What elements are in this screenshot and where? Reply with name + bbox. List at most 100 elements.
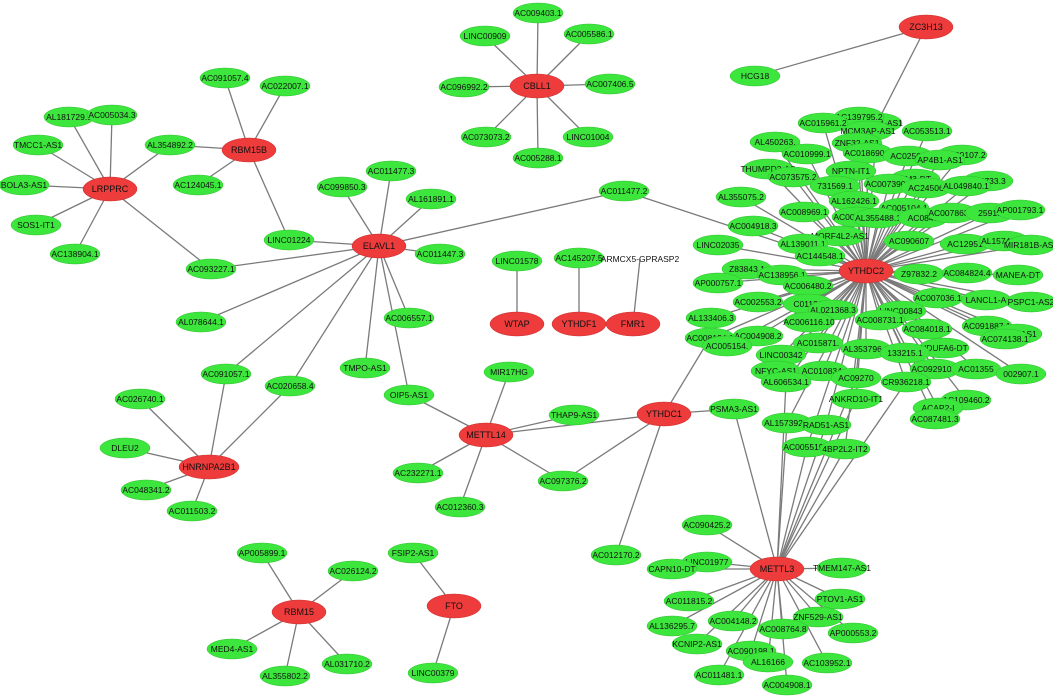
node-ac004148-2[interactable]: AC004148.2 (707, 610, 759, 632)
node-al049840-1[interactable]: AL049840.1 (940, 175, 992, 197)
node-ac009403-1[interactable]: AC009403.1 (512, 2, 564, 24)
node-dleu2[interactable]: DLEU2 (99, 437, 151, 459)
node-al133406[interactable]: AL133406.3 (685, 307, 737, 329)
node-ac124045-1[interactable]: AC124045.1 (172, 174, 224, 196)
node-mir181b-as1[interactable]: MIR181B-AS1 (1004, 234, 1053, 256)
node-fmr1[interactable]: FMR1 (605, 311, 661, 337)
node-armcx5-gprasp2[interactable]: ARMCX5-GPRASP2 (601, 254, 680, 264)
node-linc01004[interactable]: LINC01004 (562, 126, 614, 148)
node-ac011815-2[interactable]: AC011815.2 (663, 590, 715, 612)
node-ac096992-2[interactable]: AC096992.2 (438, 76, 490, 98)
node-m4b2l2-it2[interactable]: 4BP2L2-IT2 (819, 438, 871, 460)
node-ac090607[interactable]: AC090607 (883, 230, 935, 252)
node-ac093227-1[interactable]: AC093227.1 (185, 258, 237, 280)
node-cbll1[interactable]: CBLL1 (509, 73, 565, 99)
node-rbm15b[interactable]: RBM15B (221, 137, 277, 163)
node-ac011447-3[interactable]: AC011447.3 (414, 243, 466, 265)
node-elavl1[interactable]: ELAVL1 (351, 233, 407, 259)
node-ac006557-1[interactable]: AC006557.1 (383, 307, 435, 329)
node-ac144548-1[interactable]: AC144548.1 (794, 245, 846, 267)
node-tmpo-as1[interactable]: TMPO-AS1 (339, 357, 391, 379)
node-al16166[interactable]: AL16166 (742, 651, 794, 673)
node-al450263[interactable]: AL450263. (749, 131, 801, 153)
node-mettl3[interactable]: METTL3 (749, 556, 805, 582)
node-ac005154[interactable]: AC005154. (701, 335, 753, 357)
node-ac053513-1[interactable]: AC053513.1 (901, 120, 953, 142)
node-ac026740-1[interactable]: AC026740.1 (114, 388, 166, 410)
node-ac232271-1[interactable]: AC232271.1 (392, 462, 444, 484)
node-linc00379[interactable]: LINC00379 (407, 662, 459, 684)
node-ac002553-2[interactable]: AC002553.2 (732, 291, 784, 313)
node-al355075-2[interactable]: AL355075.2 (715, 186, 767, 208)
node-rad51-as1[interactable]: RAD51-AS1 (800, 414, 852, 436)
node-mettl14[interactable]: METTL14 (458, 422, 514, 448)
node-al031710-2[interactable]: AL031710.2 (321, 653, 373, 675)
node-ac073073-2[interactable]: AC073073.2 (460, 126, 512, 148)
node-fto[interactable]: FTO (426, 593, 482, 619)
node-ac005519-1[interactable]: AC005519.1 (781, 436, 833, 458)
node-pspc1-as2[interactable]: PSPC1-AS2 (1005, 291, 1053, 313)
node-ac010999-1[interactable]: AC010999.1 (781, 143, 833, 165)
node-zc3h13[interactable]: ZC3H13 (898, 14, 954, 40)
node-ptov1-as1[interactable]: PTOV1-AS1 (814, 588, 866, 610)
node-ac008969-1[interactable]: AC008969.1 (778, 201, 830, 223)
node-ac091057-1[interactable]: AC091057.1 (200, 363, 252, 385)
node-ac133215[interactable]: 133215.1 (879, 342, 931, 364)
node-ap000553-2[interactable]: AP000553.2 (827, 622, 879, 644)
node-psma3-as1[interactable]: PSMA3-AS1 (708, 398, 760, 420)
node-hnrnpa2b1[interactable]: HNRNPA2B1 (178, 454, 240, 480)
node-ankrd10-it1[interactable]: ANKRD10-IT1 (829, 388, 884, 410)
node-ac005288-1[interactable]: AC005288.1 (512, 147, 564, 169)
node-wtap[interactable]: WTAP (489, 311, 545, 337)
node-ac091057-4[interactable]: AC091057.4 (199, 67, 251, 89)
node-al181729-1[interactable]: AL181729.1 (43, 106, 95, 128)
node-ap000757-1[interactable]: AP000757.1 (692, 272, 744, 294)
node-hcg18[interactable]: HCG18 (729, 65, 781, 87)
node-ac011481-1[interactable]: AC011481.1 (693, 664, 745, 686)
node-ac087481-3[interactable]: AC087481.3 (909, 408, 961, 430)
node-ac074138-1[interactable]: AC074138.1 (979, 328, 1031, 350)
node-ac015961-2[interactable]: AC015961.2 (797, 112, 849, 134)
node-al606534-1[interactable]: AL606534.1 (760, 371, 812, 393)
node-oip5-as1[interactable]: OIP5-AS1 (383, 384, 435, 406)
node-ac048341-2[interactable]: AC048341.2 (120, 479, 172, 501)
node-ac015871[interactable]: AC015871. (792, 332, 844, 354)
node-bola3-as1[interactable]: BOLA3-AS1 (0, 174, 50, 196)
node-mir17hg[interactable]: MIR17HG (483, 361, 535, 383)
node-z97832-2[interactable]: Z97832.2 (893, 263, 945, 285)
node-rbm15[interactable]: RBM15 (271, 599, 327, 625)
node-med4-as1[interactable]: MED4-AS1 (206, 638, 258, 660)
node-ac008764-8[interactable]: AC008764.8 (757, 618, 809, 640)
node-linc01224[interactable]: LINC01224 (263, 229, 315, 251)
node-ac020658-4[interactable]: AC020658.4 (264, 375, 316, 397)
node-ac01355[interactable]: AC01355 (950, 358, 1002, 380)
node-al355802-2[interactable]: AL355802.2 (259, 665, 311, 687)
node-ac002907-1[interactable]: 002907.1 (995, 363, 1047, 385)
node-kcnip2-as1[interactable]: KCNIP2-AS1 (671, 633, 723, 655)
node-al355488-1[interactable]: AL355488.1 (852, 207, 904, 229)
node-ac004908-1[interactable]: AC004908.1 (761, 674, 813, 696)
node-ac005034-3[interactable]: AC005034.3 (86, 104, 138, 126)
node-ap4b1-as1[interactable]: AP4B1-AS1 (914, 149, 966, 171)
node-linc02035[interactable]: LINC02035 (692, 234, 744, 256)
node-lrpprc[interactable]: LRPPRC (82, 176, 138, 202)
node-ac012170-2[interactable]: AC012170.2 (590, 544, 642, 566)
node-ac008731-1[interactable]: AC008731.1 (854, 309, 906, 331)
node-ac011503-2[interactable]: AC011503.2 (166, 500, 218, 522)
node-ac084824-4[interactable]: AC084824.4 (941, 262, 993, 284)
node-ac138904-1[interactable]: AC138904.1 (49, 243, 101, 265)
node-ac145207-5[interactable]: AC145207.5 (553, 247, 605, 269)
node-ythdf1[interactable]: YTHDF1 (551, 311, 607, 337)
node-ac007036-1[interactable]: AC007036.1 (912, 287, 964, 309)
node-al078644-1[interactable]: AL078644.1 (175, 311, 227, 333)
node-ac011477-2[interactable]: AC011477.2 (598, 180, 650, 202)
node-thap9-as1[interactable]: THAP9-AS1 (548, 404, 600, 426)
node-ac007406-5[interactable]: AC007406.5 (584, 73, 636, 95)
node-ac011477-3[interactable]: AC011477.3 (365, 160, 417, 182)
node-al136295-7[interactable]: AL136295.7 (646, 615, 698, 637)
node-tmcc1-as1[interactable]: TMCC1-AS1 (12, 134, 64, 156)
node-linc00909[interactable]: LINC00909 (459, 25, 511, 47)
node-ac099850-3[interactable]: AC099850.3 (316, 176, 368, 198)
node-ndufa6-dt[interactable]: NDUFA6-DT (918, 337, 970, 359)
node-ythdc2[interactable]: YTHDC2 (838, 258, 894, 284)
